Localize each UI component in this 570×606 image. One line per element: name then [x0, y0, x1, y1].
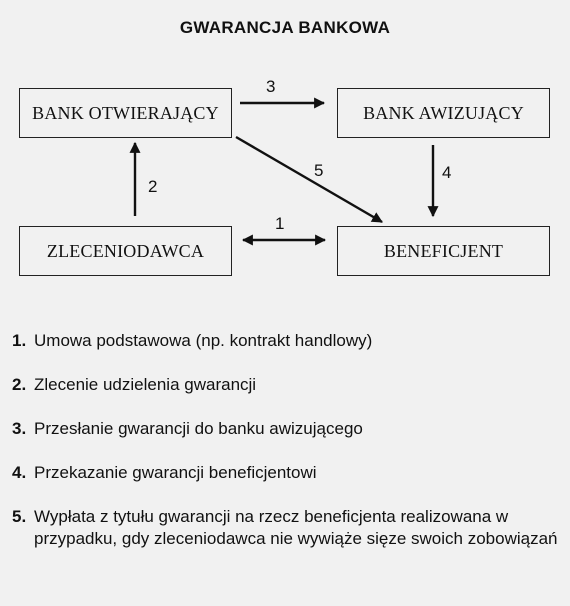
legend-text: Przekazanie gwarancji beneficjentowi [34, 463, 317, 482]
legend-item: 4. Przekazanie gwarancji beneficjentowi [12, 462, 564, 484]
flow-diagram: 3 4 5 2 1 [129, 77, 451, 246]
legend-item: 2. Zlecenie udzielenia gwarancji [12, 374, 564, 396]
arrow-5-label: 5 [314, 161, 323, 180]
legend-text: Wypłata z tytułu gwarancji na rzecz bene… [34, 507, 558, 548]
arrow-4-label: 4 [442, 163, 451, 182]
legend-text: Przesłanie gwarancji do banku awizująceg… [34, 419, 363, 438]
legend-item: 1. Umowa podstawowa (np. kontrakt handlow… [12, 330, 564, 352]
arrow-2-label: 2 [148, 177, 157, 196]
legend-list: 1. Umowa podstawowa (np. kontrakt handlow… [12, 330, 564, 572]
legend-item: 5. Wypłata z tytułu gwarancji na rzecz be… [12, 506, 564, 550]
box-beneficjent: BENEFICJENT [337, 226, 550, 276]
legend-number: 1. [12, 331, 27, 350]
legend-number: 2. [12, 375, 27, 394]
legend-item: 3. Przesłanie gwarancji do banku awizując… [12, 418, 564, 440]
box-bank-otwierajacy: BANK OTWIERAJĄCY [19, 88, 232, 138]
box-bank-awizujacy: BANK AWIZUJĄCY [337, 88, 550, 138]
box-zleceniodawca: ZLECENIODAWCA [19, 226, 232, 276]
legend-text: Umowa podstawowa (np. kontrakt handlowy) [34, 331, 373, 350]
legend-number: 3. [12, 419, 27, 438]
arrow-1-label: 1 [275, 214, 284, 233]
arrow-3-label: 3 [266, 77, 275, 96]
legend-number: 4. [12, 463, 27, 482]
arrow-5 [235, 135, 383, 224]
legend-text: Zlecenie udzielenia gwarancji [34, 375, 257, 394]
legend-number: 5. [12, 507, 27, 526]
diagram-title: GWARANCJA BANKOWA [179, 18, 391, 37]
